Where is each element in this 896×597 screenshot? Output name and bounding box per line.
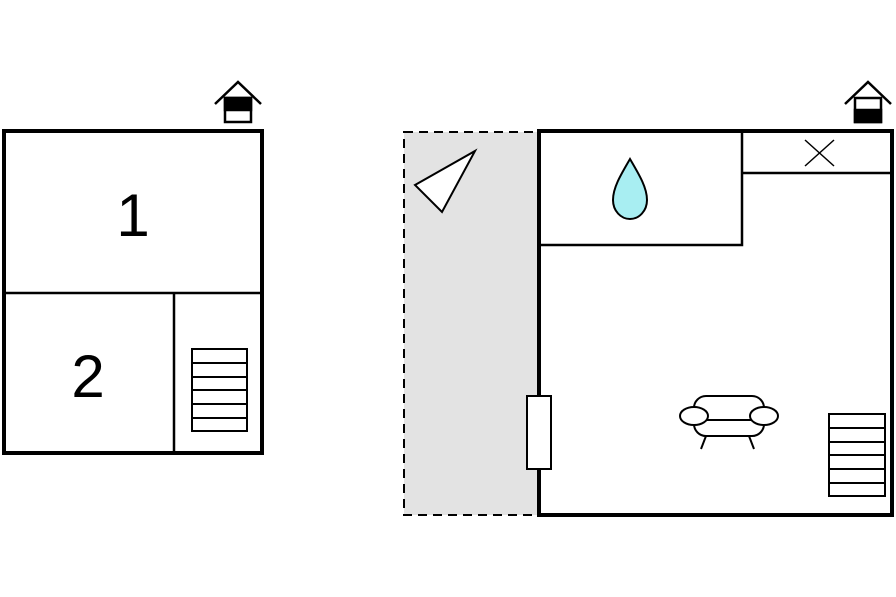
- house-floor-upper-icon: [214, 80, 262, 124]
- upper-floor-plan: 1 2: [2, 80, 264, 455]
- cross-icon: [804, 139, 835, 167]
- sofa-icon: [679, 395, 779, 450]
- stairs-icon: [828, 413, 886, 497]
- house-floor-ground-icon: [844, 80, 892, 124]
- water-drop-icon: [611, 157, 649, 221]
- room-label-2: 2: [71, 343, 104, 410]
- stairs-icon: [191, 348, 248, 432]
- terrace-triangle-icon: [413, 148, 478, 214]
- bathroom-wall: [539, 131, 744, 247]
- door-icon: [526, 395, 552, 470]
- room-label-1: 1: [116, 182, 149, 249]
- ground-floor-plan: [403, 80, 894, 517]
